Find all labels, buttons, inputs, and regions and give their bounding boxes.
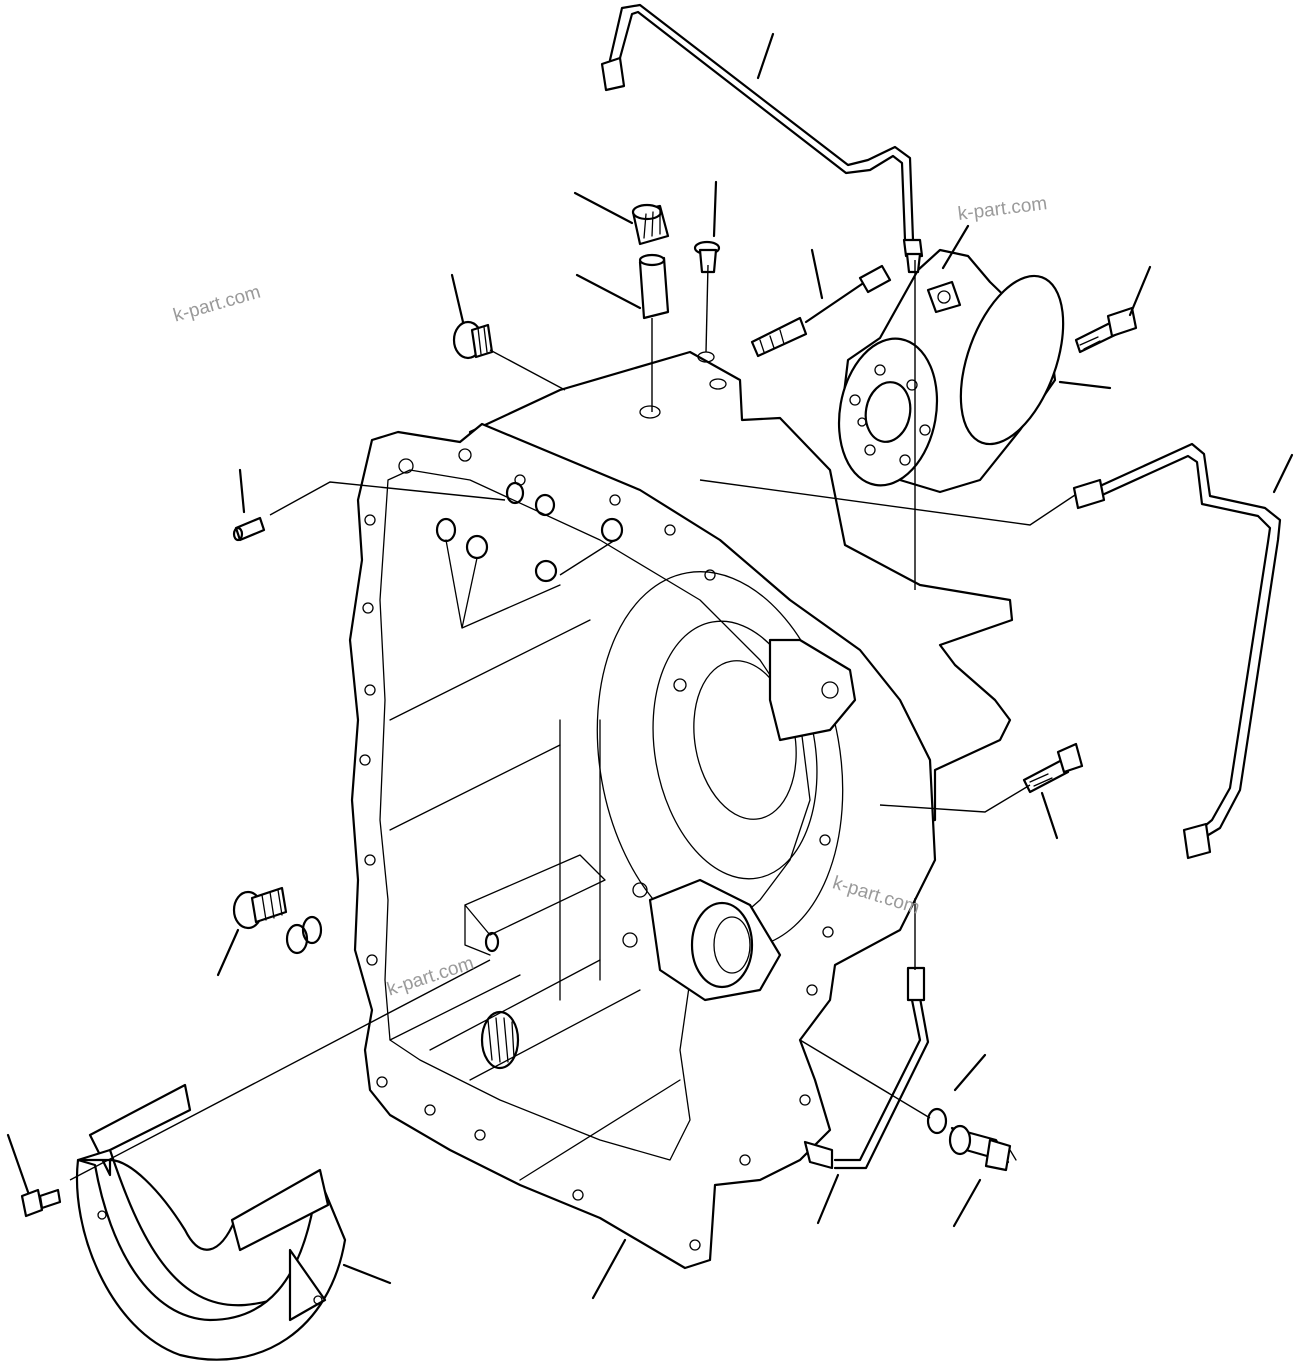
bolt-middle-right xyxy=(1022,742,1084,794)
dowel-pin xyxy=(232,516,266,542)
leader-lines xyxy=(6,32,1294,1300)
pipe-upper xyxy=(600,3,924,274)
transmission-housing xyxy=(348,350,1014,1270)
flange-bolt-holes xyxy=(359,448,834,1251)
drain-plug-lower xyxy=(232,886,288,930)
breather-tube xyxy=(638,253,670,320)
drain-plug-upper xyxy=(452,320,494,360)
pressure-switch xyxy=(948,1124,1017,1172)
bolt-cover xyxy=(20,1188,62,1218)
temperature-sensor xyxy=(750,264,892,358)
pipe-right xyxy=(1072,442,1282,860)
assembly-dashed-lines xyxy=(69,260,1076,1181)
breather-cap xyxy=(631,203,670,246)
cover-guard xyxy=(75,1083,347,1361)
pipe-lower xyxy=(803,966,930,1170)
o-rings xyxy=(285,517,948,1135)
plug-small xyxy=(693,240,721,274)
pump-assembly xyxy=(837,248,1065,494)
bolt-upper-right xyxy=(1074,306,1138,354)
